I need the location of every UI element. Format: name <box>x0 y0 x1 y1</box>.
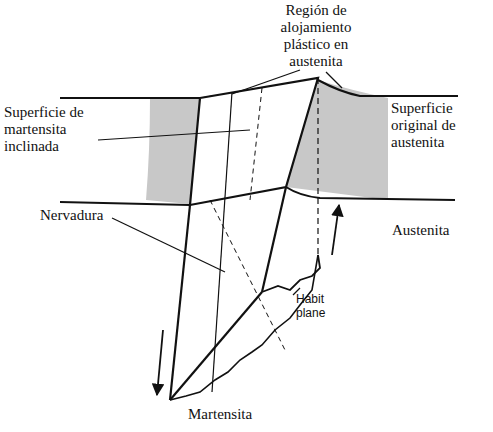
surface-front-left <box>60 202 190 205</box>
tilted-surface <box>190 78 318 205</box>
habit-plane-edge <box>262 255 320 292</box>
leader-midrib <box>112 218 225 272</box>
leader-region-left <box>232 70 300 94</box>
habit-plane-label: Habit plane <box>296 292 346 320</box>
surface-back-left <box>60 97 200 99</box>
leader-region-right <box>326 72 342 88</box>
hidden-diagonal <box>210 200 285 350</box>
surface-front-right <box>286 187 455 200</box>
martensite-label: Martensita <box>188 406 278 423</box>
shear-arrow-down <box>157 330 163 395</box>
leader-tilted <box>98 130 250 140</box>
shear-arrow-up <box>332 205 339 255</box>
tilted-surface-label: Superficie de martensita inclinada <box>4 104 96 155</box>
austenite-label: Austenita <box>392 222 472 239</box>
plate-back-edge <box>317 78 318 255</box>
midrib-line <box>212 92 232 392</box>
plate-left-edge <box>170 205 190 400</box>
original-surface-label: Superficie original de austenita <box>391 100 489 151</box>
habit-plane-lower <box>170 255 318 400</box>
plate-front-edge <box>262 187 286 292</box>
midrib-label: Nervadura <box>40 207 120 224</box>
region-label: Región de alojamiento plástico en austen… <box>256 2 376 70</box>
midrib-hidden <box>250 88 262 200</box>
surface-back-right <box>318 80 458 96</box>
plate-bottom-edge <box>170 292 262 400</box>
